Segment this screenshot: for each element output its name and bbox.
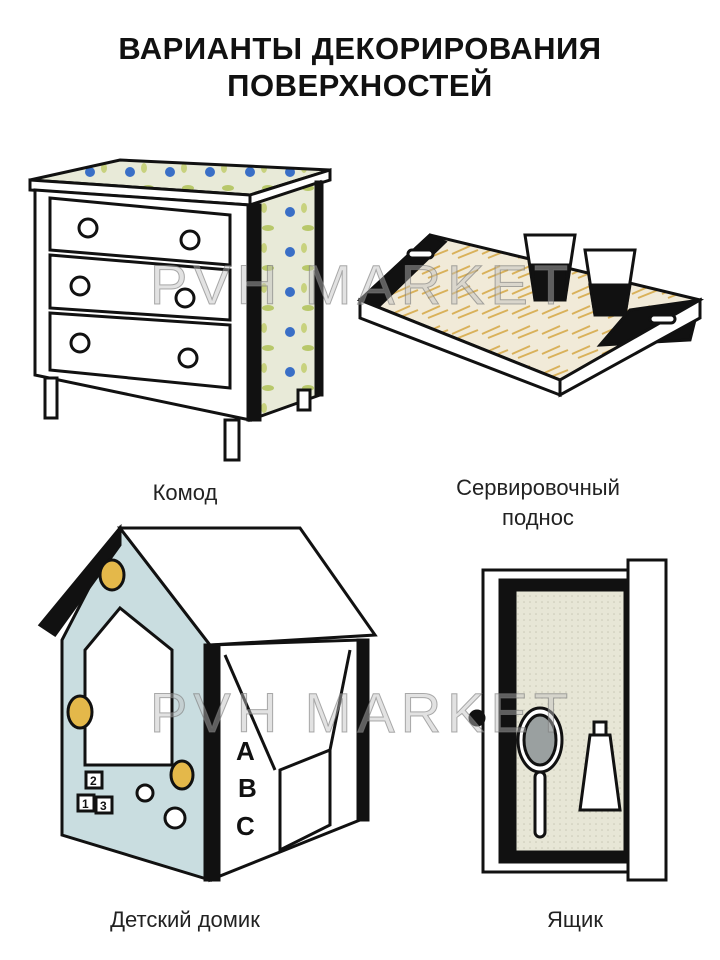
tray-illustration: [356, 233, 705, 398]
label-playhouse: Детский домик: [110, 907, 260, 932]
title-line-2: ПОВЕРХНОСТЕЙ: [227, 68, 493, 103]
page-title: ВАРИАНТЫ ДЕКОРИРОВАНИЯ ПОВЕРХНОСТЕЙ: [0, 30, 720, 104]
block-a: A: [236, 736, 255, 766]
dresser-illustration: [28, 158, 332, 462]
label-dresser: Комод: [152, 480, 218, 505]
title-line-1: ВАРИАНТЫ ДЕКОРИРОВАНИЯ: [118, 31, 602, 66]
svg-text:2: 2: [90, 774, 97, 788]
playhouse-illustration: [37, 523, 378, 883]
label-box: Ящик: [547, 907, 603, 932]
watermark: PVH MARKET: [149, 253, 575, 317]
block-b: B: [238, 773, 257, 803]
abc-blocks: A B C: [236, 736, 257, 841]
block-c: C: [236, 811, 255, 841]
number-cubes: 2 1 3: [82, 774, 107, 813]
watermark: PVH MARKET: [149, 681, 575, 745]
box-illustration: [468, 558, 668, 882]
svg-text:3: 3: [100, 799, 107, 813]
svg-text:1: 1: [82, 797, 89, 811]
label-tray: Сервировочный поднос: [456, 475, 620, 530]
